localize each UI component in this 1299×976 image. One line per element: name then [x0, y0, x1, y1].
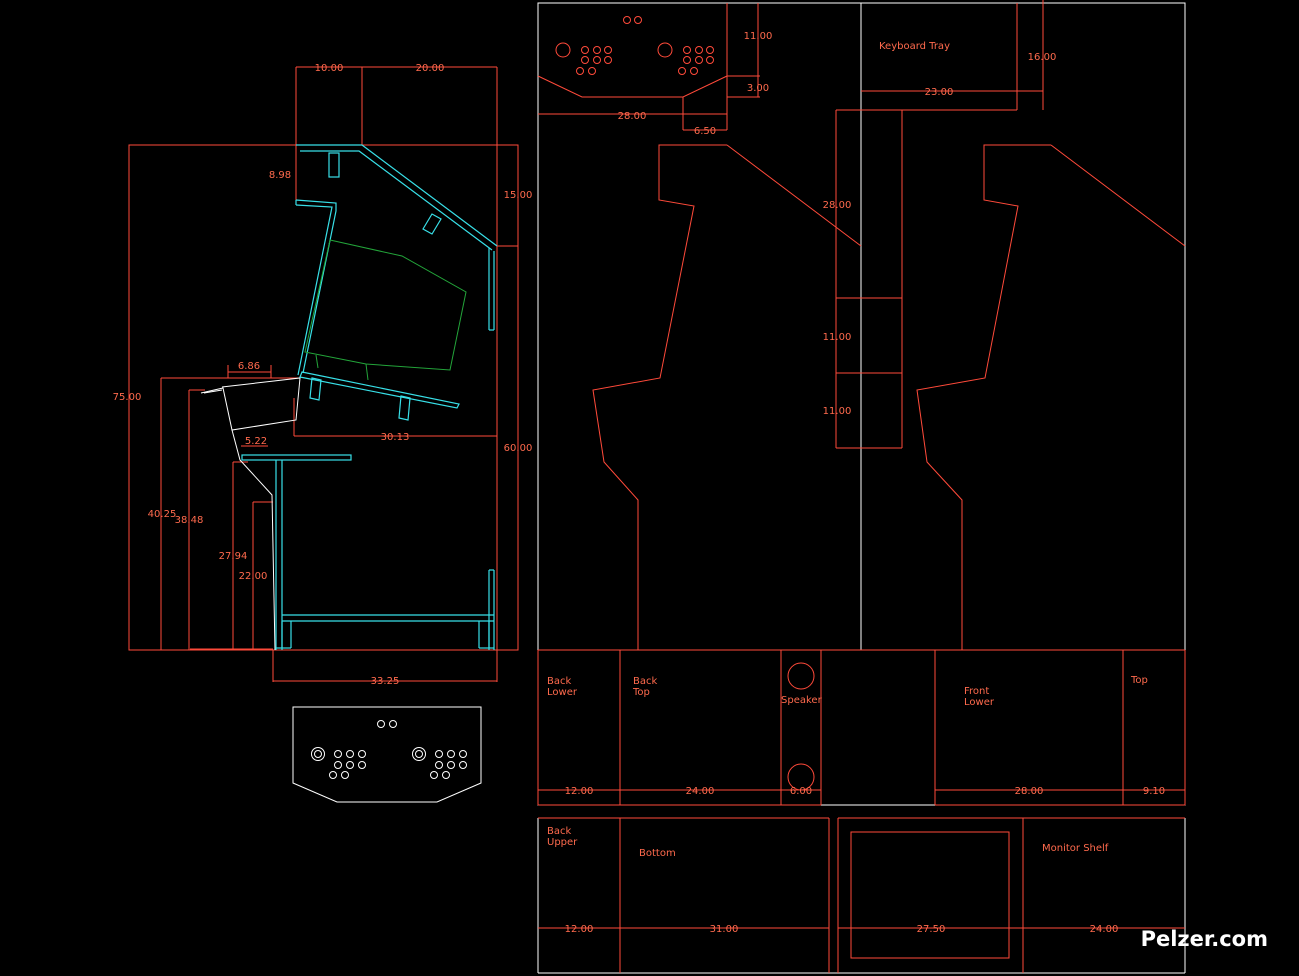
dim-5-22: 5.22 [245, 436, 267, 447]
dim-row2-12: 12.00 [565, 924, 594, 935]
dim-top-28: 28.00 [618, 111, 647, 122]
dim-40-25: 40.25 [148, 509, 177, 520]
dim-row1-24: 24.00 [686, 786, 715, 797]
dim-60: 60.00 [504, 443, 533, 454]
dim-top-3: 3.00 [747, 83, 769, 94]
top-panel [537, 0, 1044, 131]
panels-row-1 [537, 649, 1186, 806]
dim-15: 15.00 [504, 190, 533, 201]
dim-row1-12: 12.00 [565, 786, 594, 797]
dim-side-11a: 11.00 [823, 332, 852, 343]
dim-row2-24: 24.00 [1090, 924, 1119, 935]
label-bottom: Bottom [639, 848, 676, 859]
dim-top-11: 11.00 [744, 31, 773, 42]
dim-side-11b: 11.00 [823, 406, 852, 417]
dim-10: 10.00 [315, 63, 344, 74]
label-back-lower-1: Back [547, 676, 571, 687]
dim-top-23: 23.00 [925, 87, 954, 98]
dim-75: 75.00 [113, 392, 142, 403]
dim-8-98: 8.98 [269, 170, 291, 181]
label-front-lower-2: Lower [964, 697, 995, 708]
dim-6-86: 6.86 [238, 361, 260, 372]
label-back-lower-2: Lower [547, 687, 578, 698]
side-panel-cuts [592, 109, 1186, 650]
dim-row1-9-10: 9.10 [1143, 786, 1165, 797]
dim-38-48: 38.48 [175, 515, 204, 526]
dim-row1-28: 28.00 [1015, 786, 1044, 797]
dim-30-13: 30.13 [381, 432, 410, 443]
sheet-layout [537, 2, 1186, 974]
watermark: Pelzer.com [1141, 927, 1268, 951]
label-speaker: Speaker [781, 695, 823, 706]
dim-row1-6: 6.00 [790, 786, 812, 797]
label-back-top-2: Top [632, 687, 650, 698]
label-front-lower-1: Front [964, 686, 989, 697]
dim-top-16: 16.00 [1028, 52, 1057, 63]
dim-top-6-50: 6.50 [694, 126, 716, 137]
label-top: Top [1130, 675, 1148, 686]
control-panel-layout [292, 706, 482, 803]
dim-row2-31: 31.00 [710, 924, 739, 935]
dim-33-25: 33.25 [371, 676, 400, 687]
label-monitor-shelf: Monitor Shelf [1042, 843, 1109, 854]
dim-22: 22.00 [239, 571, 268, 582]
label-keyboard-tray: Keyboard Tray [879, 41, 950, 52]
label-back-top-1: Back [633, 676, 657, 687]
dim-20: 20.00 [416, 63, 445, 74]
dim-27-94: 27.94 [219, 551, 248, 562]
side-view [128, 66, 519, 682]
dim-side-28: 28.00 [823, 200, 852, 211]
panels-row-2 [538, 817, 1185, 973]
label-back-upper-1: Back [547, 826, 571, 837]
label-back-upper-2: Upper [547, 837, 578, 848]
dim-row2-27-50: 27.50 [917, 924, 946, 935]
